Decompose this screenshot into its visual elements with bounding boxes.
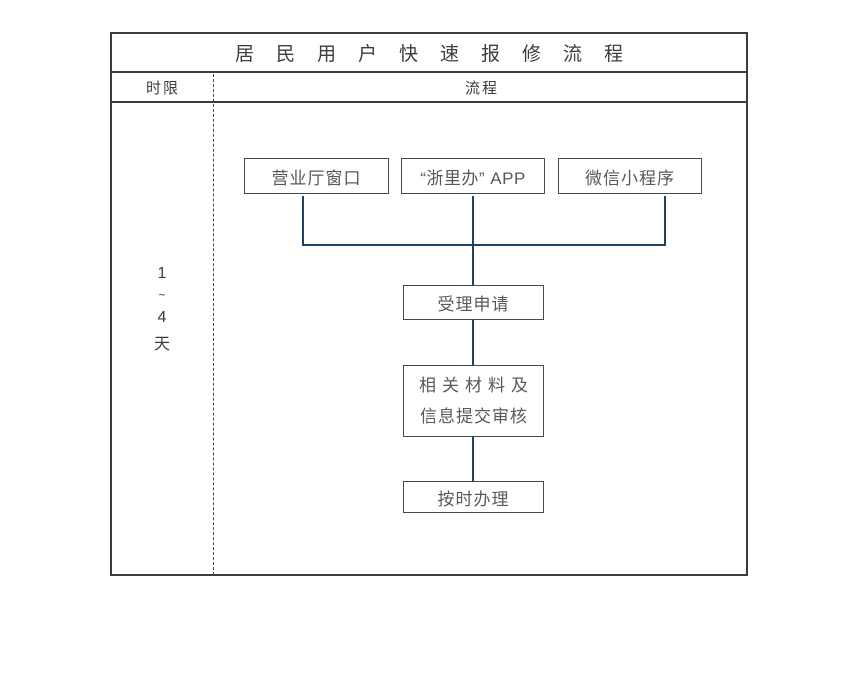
channel-box-zheliban-app: “浙里办” APP [401, 158, 545, 194]
connector-miniprogram-down [664, 196, 666, 246]
time-limit-min: 1 [157, 265, 167, 282]
connector-accept-to-materials [472, 320, 474, 365]
connector-hall-window-down [302, 196, 304, 246]
channel-label-wechat-miniprogram: 微信小程序 [585, 168, 675, 188]
time-limit-column-header: 时限 [145, 79, 180, 97]
process-column-header: 流程 [464, 79, 499, 97]
table-outer-border [110, 32, 748, 576]
channel-label-zheliban-app: “浙里办” APP [420, 168, 526, 188]
step-label-handle-on-time: 按时办理 [437, 489, 510, 509]
time-limit-tilde: ~ [158, 288, 166, 302]
channel-box-wechat-miniprogram: 微信小程序 [558, 158, 702, 194]
connector-main-vertical [472, 196, 474, 285]
step-box-materials-review: 相关材料及 信息提交审核 [403, 365, 544, 437]
diagram-title: 居民用户快速报修流程 [234, 44, 645, 65]
step-box-accept-application: 受理申请 [403, 285, 544, 320]
channel-label-hall-window: 营业厅窗口 [271, 168, 362, 188]
step-label-materials-line2: 信息提交审核 [420, 407, 528, 426]
time-limit-max: 4 [157, 309, 167, 326]
time-limit-unit: 天 [153, 336, 170, 353]
step-label-materials-line1: 相关材料及 [419, 376, 534, 395]
channel-box-hall-window: 营业厅窗口 [244, 158, 389, 194]
header-row-divider [110, 101, 748, 103]
time-limit-value: 1 ~ 4 天 [110, 262, 214, 356]
time-process-column-divider [213, 74, 214, 575]
title-row-divider [110, 71, 748, 73]
connector-materials-to-ontime [472, 436, 474, 481]
connector-merge-horizontal [302, 244, 666, 246]
step-box-handle-on-time: 按时办理 [403, 481, 544, 513]
step-label-accept-application: 受理申请 [437, 295, 510, 314]
